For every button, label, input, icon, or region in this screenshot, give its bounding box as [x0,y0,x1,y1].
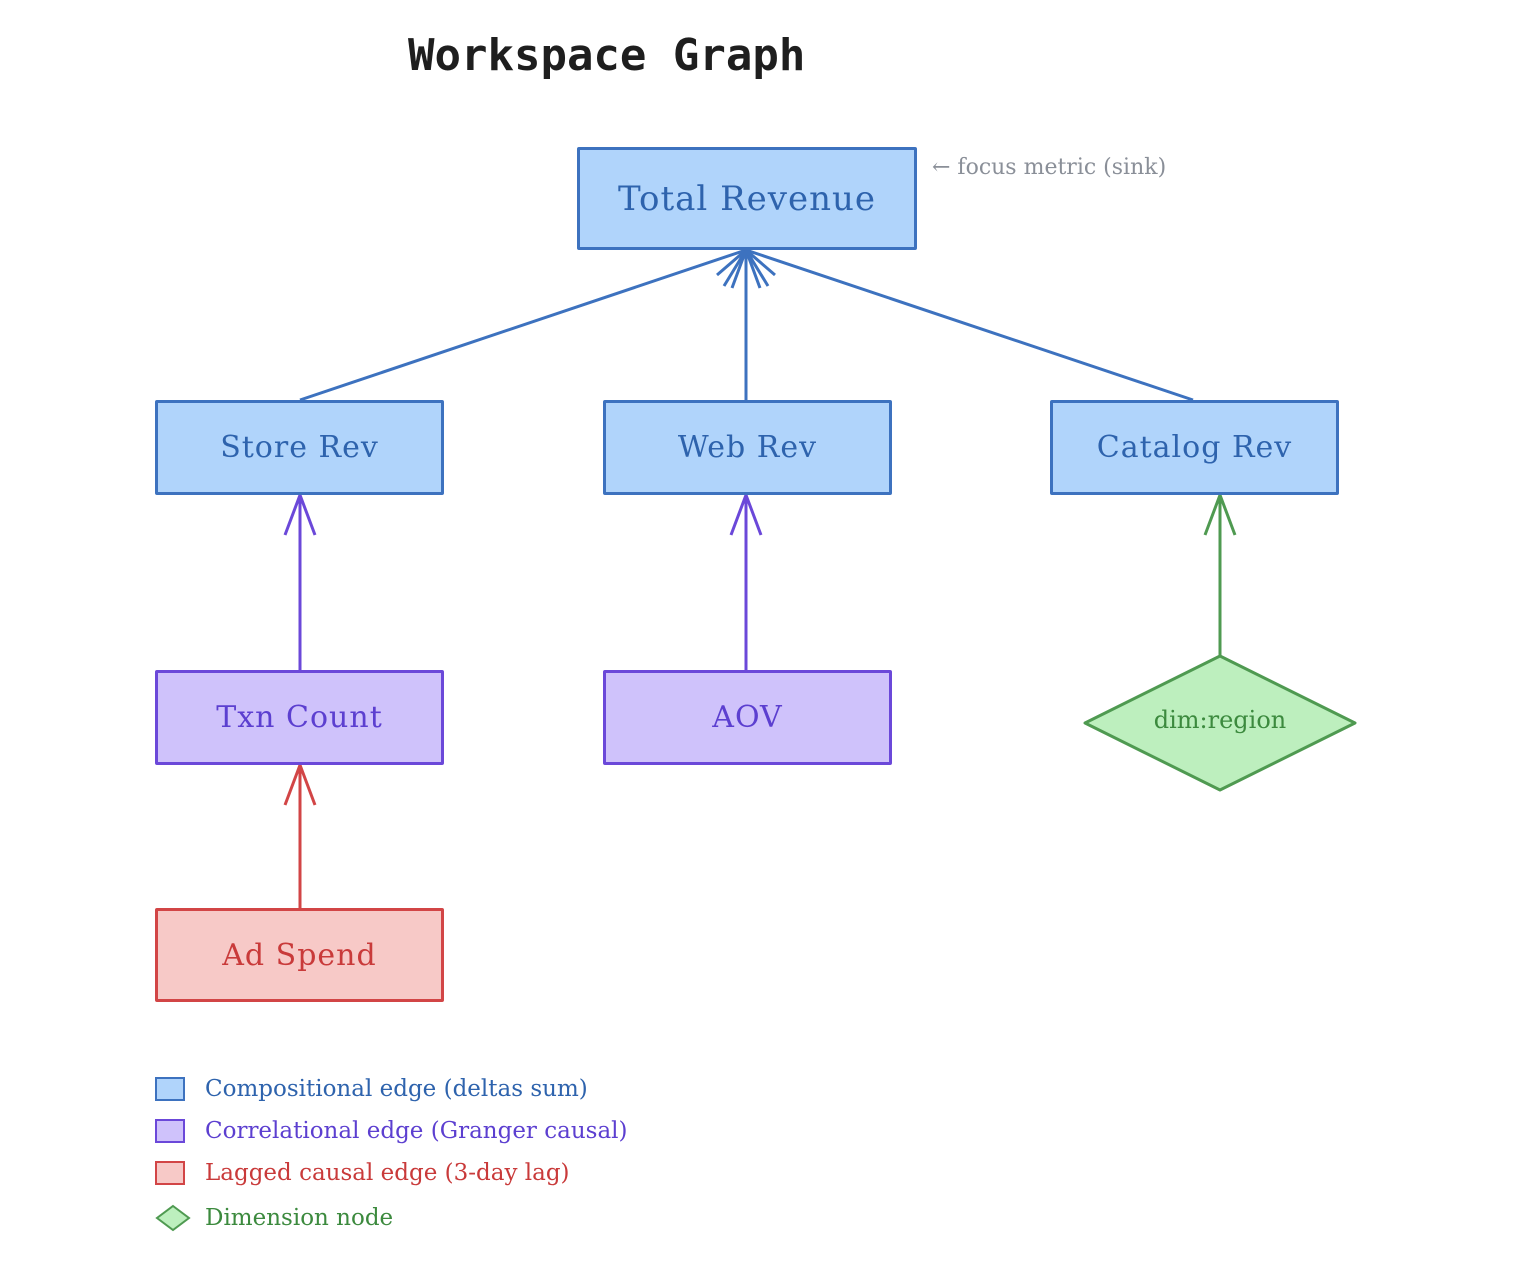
legend-lagged: Lagged causal edge (3-day lag) [155,1158,570,1188]
page-title: Workspace Graph [408,30,806,81]
node-store-rev[interactable]: Store Rev [155,400,444,495]
legend-compositional: Compositional edge (deltas sum) [155,1074,588,1104]
legend-label-correlational: Correlational edge (Granger causal) [205,1118,628,1144]
legend-label-lagged: Lagged causal edge (3-day lag) [205,1160,570,1186]
legend-swatch-correlational [155,1119,185,1143]
edge-catalog-to-total [745,248,1194,402]
arrowhead-region-catalog [1203,493,1237,536]
focus-metric-annotation: ← focus metric (sink) [932,155,1167,180]
legend-label-compositional: Compositional edge (deltas sum) [205,1076,588,1102]
dim-region-label[interactable]: dim:region [1153,706,1287,734]
legend-swatch-lagged [155,1161,185,1185]
legend-correlational: Correlational edge (Granger causal) [155,1116,628,1146]
arrowhead-catalog-total [744,248,776,287]
arrowhead-txn-store [283,493,317,536]
node-aov[interactable]: AOV [603,670,892,765]
arrowhead-adspend-txn [283,763,317,806]
arrowhead-aov-web [729,493,763,536]
node-catalog-rev[interactable]: Catalog Rev [1050,400,1339,495]
legend-label-dimension: Dimension node [205,1205,394,1231]
node-web-rev[interactable]: Web Rev [603,400,892,495]
node-ad-spend[interactable]: Ad Spend [155,908,444,1002]
legend-dimension: Dimension node [155,1203,393,1233]
legend-swatch-dimension-diamond [155,1204,191,1232]
edge-store-to-total [299,248,747,402]
node-total-revenue[interactable]: Total Revenue [577,147,917,250]
dim-region-node-shape [1083,654,1357,792]
node-txn-count[interactable]: Txn Count [155,670,444,765]
legend-swatch-compositional [155,1077,185,1101]
